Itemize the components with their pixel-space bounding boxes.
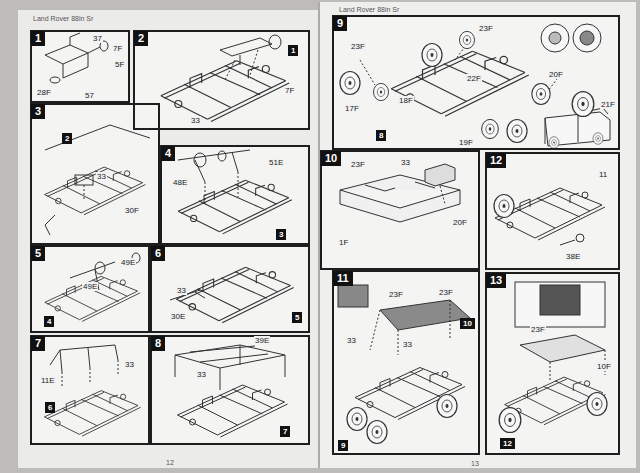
part-number: 57 [84,91,95,100]
part-number: 20F [452,218,468,227]
step-reference: 2 [62,133,72,144]
right-page [320,2,636,468]
part-number: 7F [112,44,123,53]
step-reference: 5 [292,312,302,323]
part-number: 23F [350,42,366,51]
step-number: 6 [151,246,165,261]
part-number: 22F [466,74,482,83]
page-header: Land Rover 88in Sr [338,5,400,14]
part-number: 33 [400,158,411,167]
part-number: 21F [600,100,616,109]
part-number: 7F [284,86,295,95]
page-header: Land Rover 88in Sr [32,14,94,23]
part-number: 37 [92,34,103,43]
part-number: 17F [344,104,360,113]
part-number: 23F [388,290,404,299]
part-number: 11E [40,376,56,385]
step-reference: 7 [280,426,290,437]
part-number: 51E [268,158,284,167]
part-number: 33 [96,172,107,181]
step-reference: 8 [376,130,386,141]
step-number: 8 [151,336,165,351]
step-number: 3 [31,104,45,119]
part-number: 49E [82,282,98,291]
part-number: 23F [478,24,494,33]
step-panel: 3 [30,103,160,245]
part-number: 48E [172,178,188,187]
step-number: 11 [333,271,353,286]
step-panel: 10 [320,150,480,270]
part-number: 33 [346,336,357,345]
part-number: 30E [170,312,186,321]
part-number: 1F [338,238,349,247]
part-number: 33 [176,286,187,295]
part-number: 23F [438,288,454,297]
step-number: 10 [321,151,341,166]
page-number: 13 [470,459,480,468]
part-number: 49E [120,258,136,267]
part-number: 10F [596,362,612,371]
step-reference: 9 [338,440,348,451]
step-number: 2 [134,31,148,46]
part-number: 38E [565,252,581,261]
step-panel: 4 [160,145,310,245]
part-number: 23F [530,325,546,334]
part-number: 30F [124,206,140,215]
step-number: 7 [31,336,45,351]
part-number: 18F [398,96,414,105]
step-number: 4 [161,146,175,161]
step-reference: 6 [45,402,55,413]
step-number: 5 [31,246,45,261]
step-number: 12 [486,153,506,168]
part-number: 33 [402,340,413,349]
step-reference: 1 [288,45,298,56]
step-reference: 12 [500,438,515,449]
step-number: 9 [333,16,347,31]
part-number: 11 [598,170,608,179]
step-reference: 3 [276,229,286,240]
part-number: 19F [458,138,474,147]
page-number: 12 [165,458,175,467]
part-number: 28F [36,88,52,97]
step-panel: 7 [30,335,150,445]
left-page [18,10,318,468]
step-panel: 11 [332,270,480,455]
part-number: 33 [124,360,135,369]
part-number: 33 [196,370,207,379]
part-number: 20F [548,70,564,79]
step-number: 13 [486,273,506,288]
part-number: 39E [254,336,270,345]
part-number: 23F [350,160,366,169]
part-number: 5F [114,60,125,69]
step-reference: 10 [460,318,475,329]
part-number: 33 [190,116,201,125]
step-reference: 4 [44,316,54,327]
step-number: 1 [31,31,45,46]
